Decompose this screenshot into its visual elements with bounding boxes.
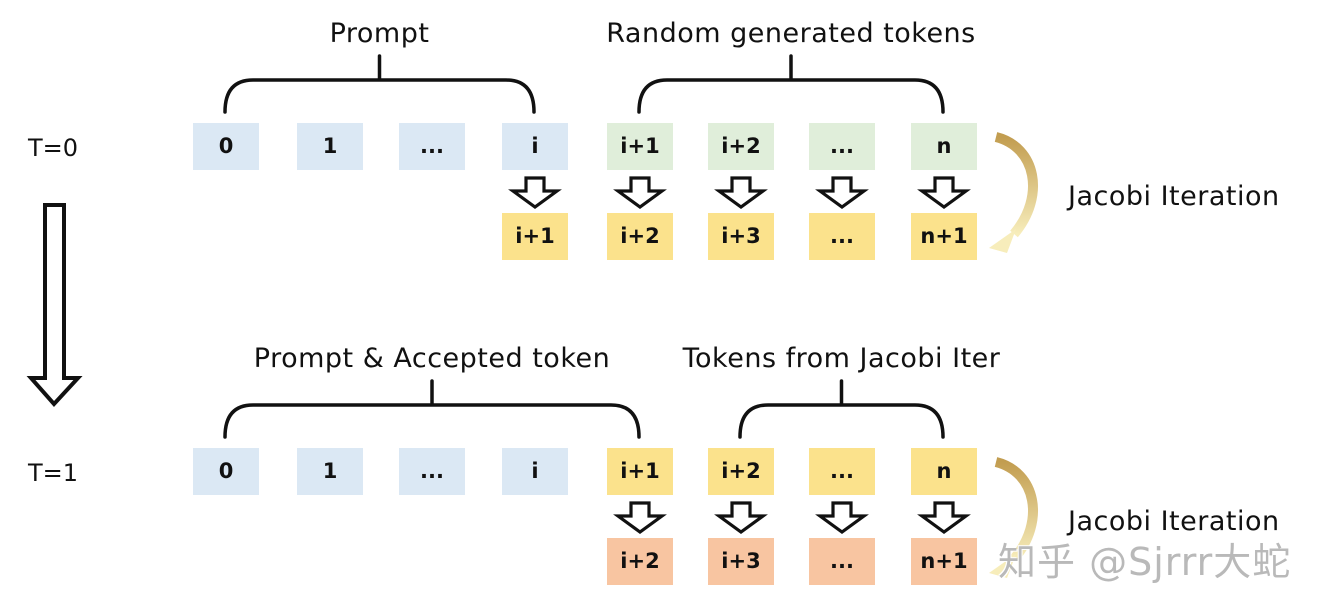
jacobi-curved-arrow-icon <box>994 457 1038 563</box>
down-arrow-icon <box>815 501 869 534</box>
input-token-t0-5: i+2 <box>708 123 774 170</box>
group-brace <box>637 54 945 114</box>
group-label-t1-1: Tokens from Jacobi Iter <box>682 343 1001 374</box>
group-label-t1-0: Prompt & Accepted token <box>253 343 611 374</box>
input-token-t0-6: ... <box>809 123 875 170</box>
input-token-t1-6: ... <box>809 448 875 495</box>
group-label-t0-0: Prompt <box>329 18 430 49</box>
group-brace <box>223 54 536 114</box>
input-token-t1-2: ... <box>399 448 465 495</box>
output-token-t1-1: i+3 <box>708 538 774 585</box>
output-token-t1-2: ... <box>809 538 875 585</box>
down-arrow-icon <box>714 176 768 209</box>
down-arrow-icon <box>613 176 667 209</box>
input-token-t1-4: i+1 <box>607 448 673 495</box>
watermark: 知乎 @Sjrrr大蛇 <box>998 540 1292 584</box>
jacobi-curved-arrow-icon <box>994 132 1038 238</box>
down-arrow-icon <box>815 176 869 209</box>
output-token-t0-4: n+1 <box>911 213 977 260</box>
output-token-t0-3: ... <box>809 213 875 260</box>
group-brace <box>738 379 945 439</box>
down-arrow-icon <box>508 176 562 209</box>
timeline-arrow-icon <box>26 203 83 407</box>
input-token-t0-2: ... <box>399 123 465 170</box>
output-token-t0-0: i+1 <box>502 213 568 260</box>
output-token-t1-0: i+2 <box>607 538 673 585</box>
down-arrow-icon <box>613 501 667 534</box>
output-token-t0-1: i+2 <box>607 213 673 260</box>
jacobi-curved-arrowhead-icon <box>989 229 1016 253</box>
input-token-t0-7: n <box>911 123 977 170</box>
jacobi-iteration-label-t0: Jacobi Iteration <box>1068 181 1280 212</box>
jacobi-iteration-label-t1: Jacobi Iteration <box>1068 506 1280 537</box>
time-label-t1: T=1 <box>27 459 79 487</box>
down-arrow-icon <box>714 501 768 534</box>
input-token-t1-5: i+2 <box>708 448 774 495</box>
input-token-t0-1: 1 <box>297 123 363 170</box>
input-token-t0-0: 0 <box>193 123 259 170</box>
input-token-t1-0: 0 <box>193 448 259 495</box>
time-label-t0: T=0 <box>27 134 79 162</box>
input-token-t1-7: n <box>911 448 977 495</box>
input-token-t1-3: i <box>502 448 568 495</box>
input-token-t0-4: i+1 <box>607 123 673 170</box>
jacobi-curved-arrowhead-icon <box>989 554 1016 578</box>
group-brace <box>223 379 641 439</box>
input-token-t0-3: i <box>502 123 568 170</box>
output-token-t0-2: i+3 <box>708 213 774 260</box>
input-token-t1-1: 1 <box>297 448 363 495</box>
down-arrow-icon <box>917 176 971 209</box>
down-arrow-icon <box>917 501 971 534</box>
output-token-t1-3: n+1 <box>911 538 977 585</box>
group-label-t0-1: Random generated tokens <box>606 18 976 49</box>
